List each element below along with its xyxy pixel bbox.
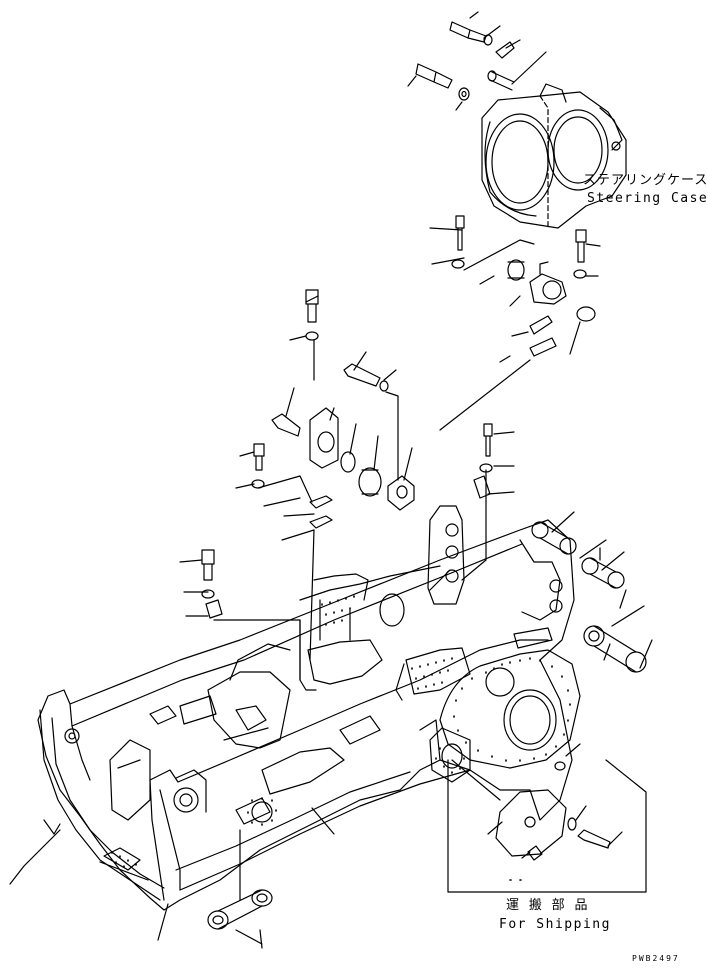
steering-case [481,83,627,229]
main-frame [37,505,581,911]
shipping-kit [447,759,647,893]
steering-case-label-en: Steering Case [587,191,708,206]
center-fasteners [201,289,493,619]
frame-perforations [111,595,571,868]
case-mount-fasteners [451,215,596,357]
right-bushings [531,521,647,673]
drawing-reference-number: PWB2497 [632,954,680,963]
steering-case-label-jp: ステアリングケース [583,173,708,188]
shipping-label-en: For Shipping [499,917,611,932]
shipping-label-jp: 運 搬 部 品 [506,898,589,913]
top-fasteners [415,21,515,101]
